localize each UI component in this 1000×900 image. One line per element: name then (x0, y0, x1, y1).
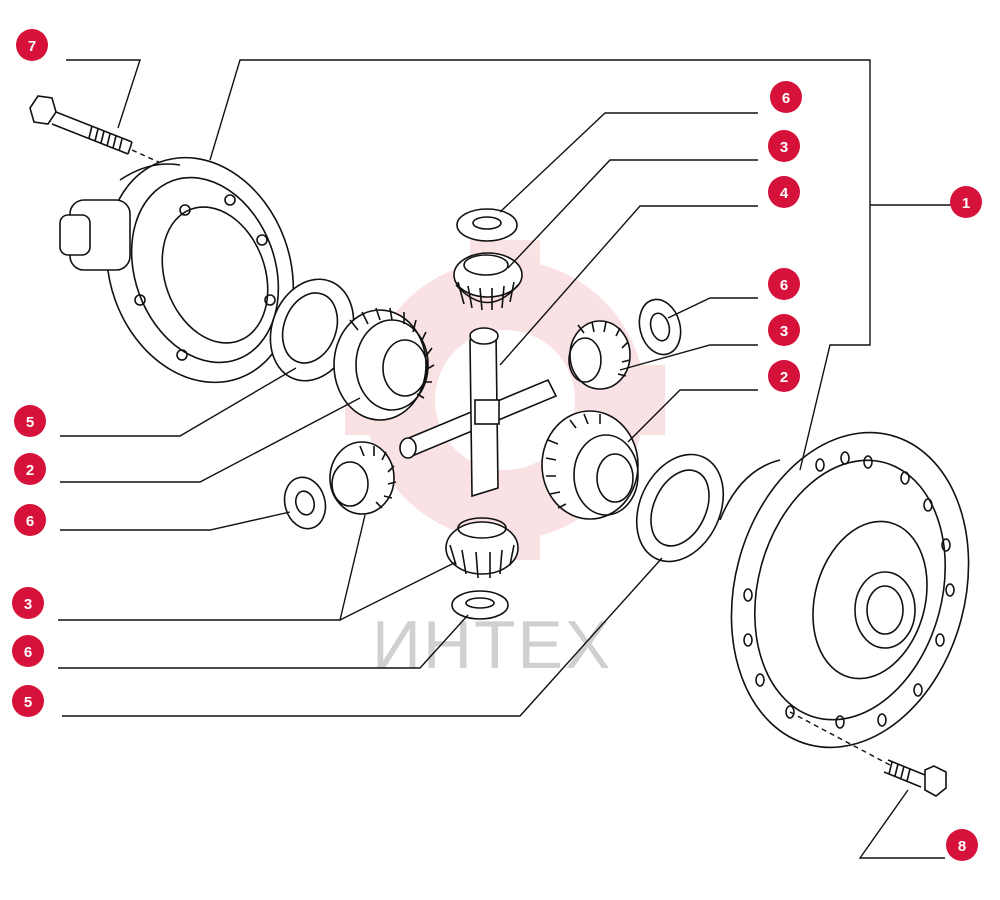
bolt-long (29, 95, 166, 166)
svg-text:8: 8 (958, 838, 966, 855)
svg-text:2: 2 (780, 369, 788, 386)
callout-3-right: 3 (768, 314, 800, 346)
cross-shaft (399, 327, 558, 498)
svg-text:7: 7 (28, 38, 36, 55)
callout-3-bottom: 3 (12, 587, 44, 619)
callout-6-top: 6 (770, 81, 802, 113)
svg-text:2: 2 (26, 462, 34, 479)
pinion-right (568, 320, 631, 390)
callout-8: 8 (946, 829, 978, 861)
leader-lines (58, 59, 955, 859)
callout-6-bottom: 6 (12, 635, 44, 667)
callout-5-bottom: 5 (12, 685, 44, 717)
watermark-text: ИНТЕХ (372, 607, 612, 683)
bolt-short (883, 759, 947, 797)
svg-text:6: 6 (24, 644, 32, 661)
svg-text:5: 5 (26, 414, 34, 431)
callout-2-right: 2 (768, 360, 800, 392)
callout-6-left: 6 (14, 504, 46, 536)
pinion-left (329, 441, 397, 515)
svg-text:6: 6 (782, 90, 790, 107)
housing-left (59, 156, 295, 384)
svg-text:3: 3 (780, 139, 788, 156)
washer-right (638, 298, 682, 356)
svg-text:3: 3 (24, 596, 32, 613)
housing-right (719, 431, 970, 766)
callout-7: 7 (16, 29, 48, 61)
side-gear-right (541, 410, 639, 520)
callout-1: 1 (950, 186, 982, 218)
callout-5-left: 5 (14, 405, 46, 437)
washer-bottom (451, 590, 509, 620)
svg-text:6: 6 (26, 513, 34, 530)
svg-text:4: 4 (780, 185, 789, 202)
washer-left (283, 476, 327, 530)
side-gear-left (333, 307, 435, 421)
callout-2-left: 2 (14, 453, 46, 485)
callout-6-right: 6 (768, 268, 800, 300)
svg-text:1: 1 (962, 195, 970, 212)
pinion-bottom (445, 517, 519, 579)
thrust-washer-left (269, 278, 355, 382)
callout-4: 4 (768, 176, 800, 208)
svg-text:5: 5 (24, 694, 32, 711)
pinion-top (453, 252, 523, 311)
thrust-washer-right (635, 453, 725, 563)
callout-3-top: 3 (768, 130, 800, 162)
svg-text:6: 6 (780, 277, 788, 294)
svg-text:3: 3 (780, 323, 788, 340)
washer-top (456, 208, 518, 242)
